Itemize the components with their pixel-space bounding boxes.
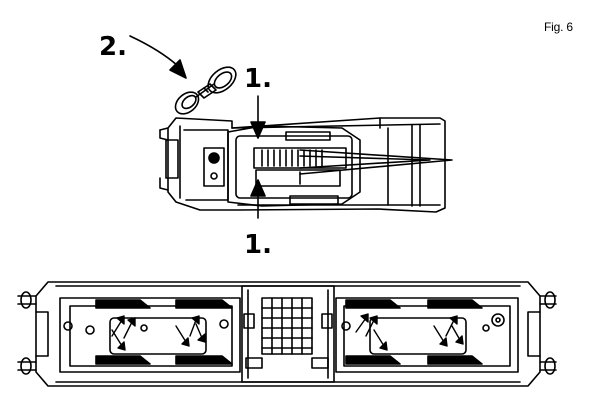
figure-label: Fig. 6 [544, 20, 573, 34]
arrow-1-bottom-icon [250, 179, 266, 219]
wheelset-drawing [174, 66, 237, 115]
upper-chassis-drawing [159, 117, 453, 213]
arrow-2-icon [129, 35, 187, 79]
arrow-1-top-icon [250, 95, 266, 139]
callout-step-1-top: 1. [244, 64, 272, 94]
lower-locomotive-drawing [17, 281, 557, 387]
callout-step-1-bottom: 1. [244, 230, 272, 260]
callout-step-2: 2. [99, 32, 127, 62]
bogie-arrows-icon [111, 313, 464, 351]
